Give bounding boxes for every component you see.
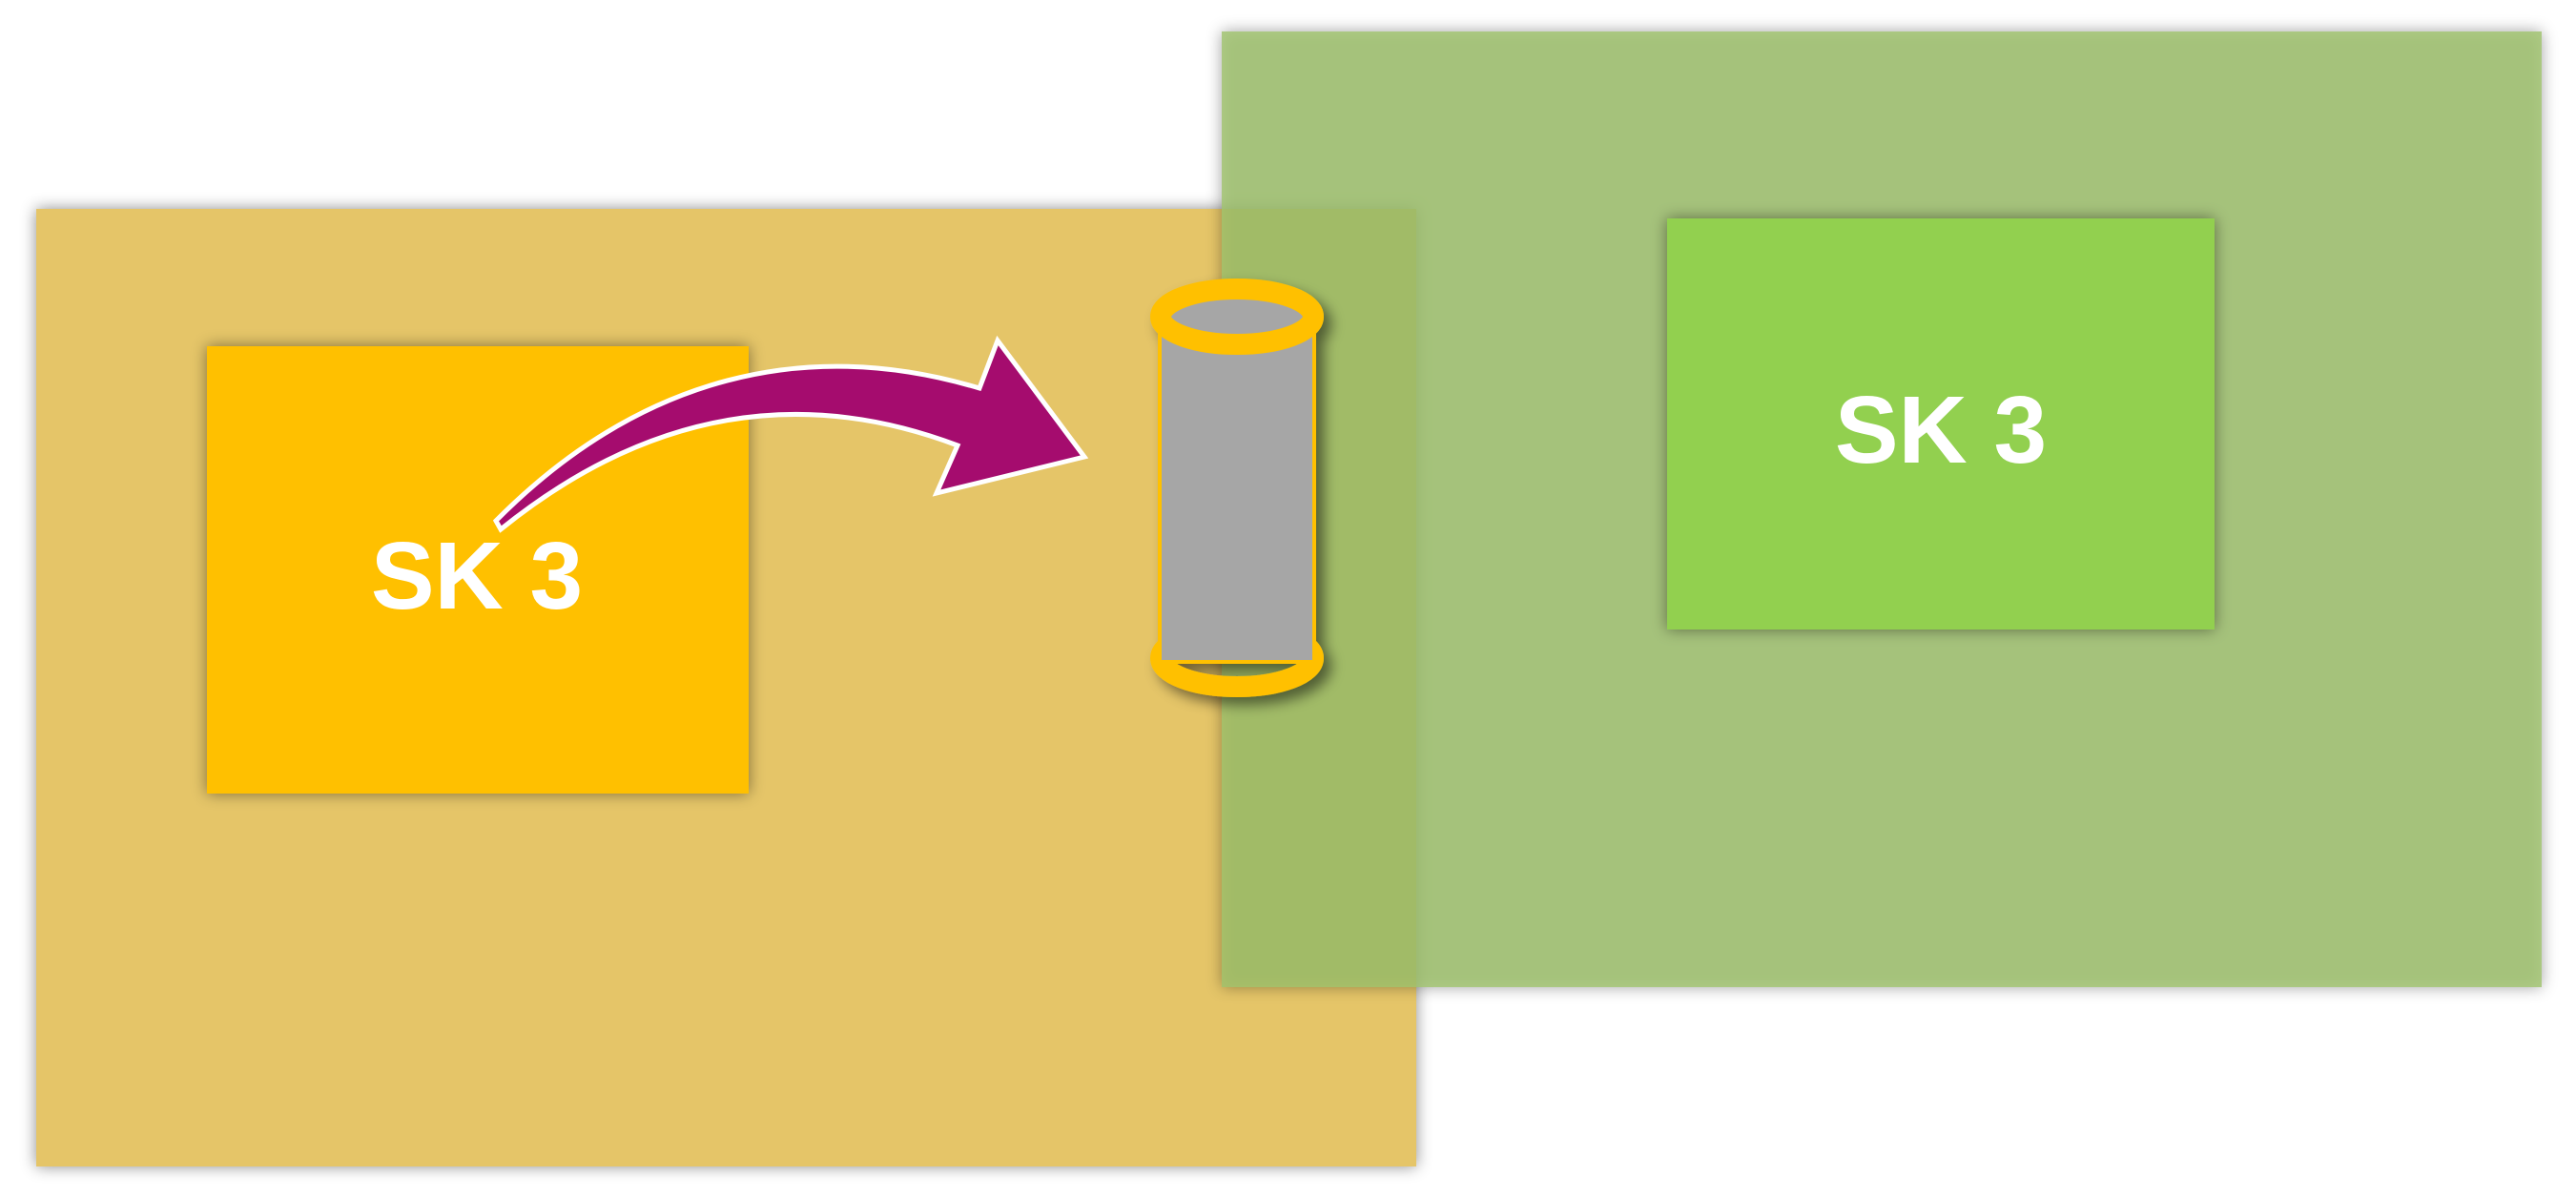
left-box-label: SK 3 [371,523,583,629]
curved-arrow-icon [492,335,1089,533]
right-box [1667,218,2215,629]
right-box-label: SK 3 [1835,377,2047,484]
cylinder-icon [1150,279,1324,697]
